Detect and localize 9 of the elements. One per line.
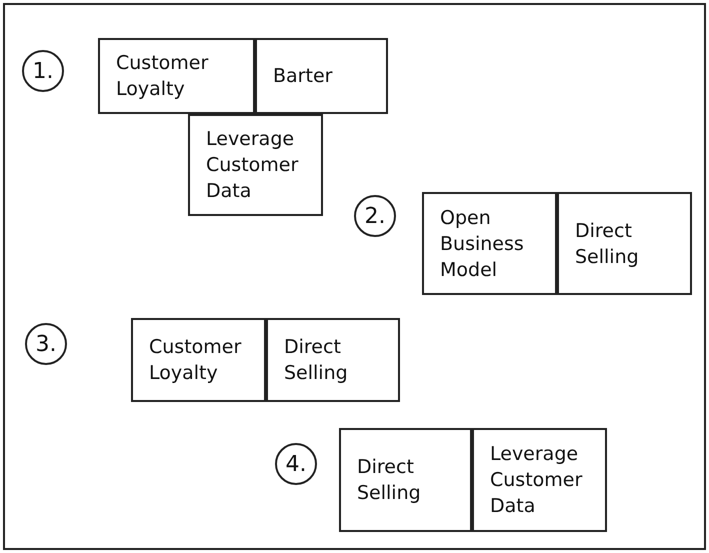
strategy-box: Direct Selling [557,192,692,295]
strategy-box: Leverage Customer Data [188,114,323,216]
strategy-box: Leverage Customer Data [472,428,607,532]
strategy-box: Barter [255,38,388,114]
strategy-box: Customer Loyalty [98,38,255,114]
strategy-box: Customer Loyalty [131,318,266,402]
strategy-box: Direct Selling [266,318,400,402]
strategy-box: Open Business Model [422,192,557,295]
strategy-box: Direct Selling [339,428,472,532]
